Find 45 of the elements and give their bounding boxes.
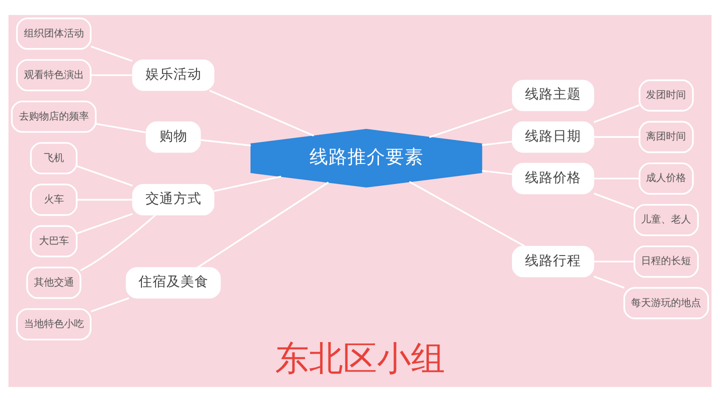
connector: [482, 170, 512, 175]
connector: [594, 260, 634, 262]
node-box: 离团时间: [638, 120, 694, 154]
node-box: 大巴车: [30, 225, 78, 258]
node-box: 其他交通: [26, 266, 82, 299]
node-box: 线路日期: [512, 121, 594, 153]
connector: [594, 178, 640, 180]
node-box: 每天游玩的地点: [623, 287, 709, 320]
connector: [200, 139, 251, 146]
node-box: 线路主题: [512, 80, 594, 112]
node-box: 购物: [146, 121, 201, 153]
caption: 东北区小组: [274, 339, 445, 378]
connector: [594, 192, 634, 210]
node-box: 组织团体活动: [16, 18, 92, 50]
node-box: 发团时间: [638, 79, 694, 112]
connector: [594, 104, 640, 123]
node-box: 当地特色小吃: [16, 308, 92, 340]
connector: [409, 181, 526, 248]
node-box: 日程的长短: [634, 245, 699, 278]
connector: [90, 74, 132, 76]
node-box: 成人价格: [638, 162, 694, 195]
node-box: 火车: [30, 184, 78, 216]
connector: [197, 182, 329, 268]
connector: [90, 46, 133, 62]
connector: [594, 276, 625, 289]
connector: [76, 165, 133, 186]
node-box: 住宿及美食: [126, 267, 221, 298]
node-box: 儿童、老人: [634, 204, 699, 236]
connector: [80, 214, 156, 272]
node-box: 飞机: [30, 142, 78, 174]
connector: [76, 213, 133, 234]
connector: [482, 140, 512, 146]
connector: [96, 122, 146, 134]
connector: [594, 136, 640, 138]
connector: [209, 90, 314, 137]
node-box: 线路价格: [512, 162, 594, 194]
connector: [429, 108, 513, 138]
connector: [214, 176, 282, 192]
node-box: 线路行程: [512, 246, 594, 278]
connector: [90, 297, 130, 312]
connector: [76, 198, 132, 201]
node-box: 交通方式: [132, 184, 214, 216]
node-box: 娱乐活动: [132, 59, 214, 91]
node-box: 观看特色演出: [16, 59, 92, 92]
node-box: 去购物店的频率: [11, 100, 97, 133]
